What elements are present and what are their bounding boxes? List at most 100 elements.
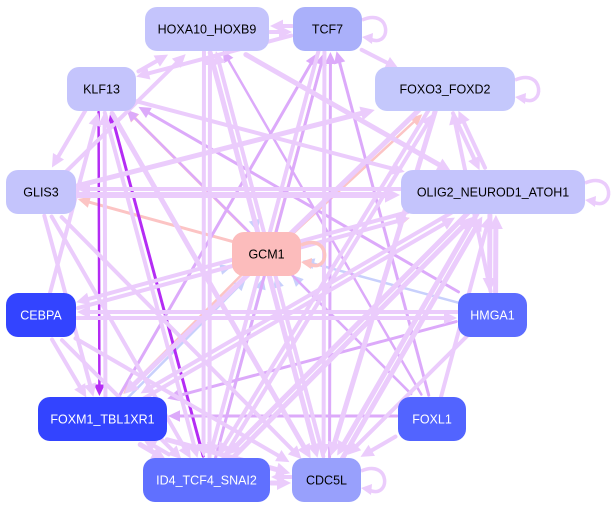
edge-line bbox=[64, 61, 179, 174]
edge-line bbox=[137, 442, 157, 456]
arrowhead-icon bbox=[324, 52, 337, 65]
arrowhead-icon bbox=[140, 381, 156, 394]
arrowhead-icon bbox=[362, 33, 373, 44]
edge-line bbox=[141, 222, 446, 401]
node-foxm1-tbl1xr1[interactable]: FOXM1_TBL1XR1 bbox=[38, 397, 167, 441]
arrowhead-icon bbox=[297, 442, 311, 459]
edge-GLIS3-to-FOXO3_FOXD2 bbox=[75, 106, 375, 189]
arrowhead-icon bbox=[449, 111, 462, 126]
node-label: FOXL1 bbox=[412, 413, 452, 427]
edge-line bbox=[222, 108, 431, 447]
edge-line bbox=[134, 99, 395, 171]
node-label: HOXA10_HOXB9 bbox=[158, 23, 257, 37]
edge-CEBPA-to-HMGA1 bbox=[75, 311, 457, 325]
node-id4-tcf4-snai2[interactable]: ID4_TCF4_SNAI2 bbox=[143, 458, 270, 502]
node-tcf7[interactable]: TCF7 bbox=[293, 7, 362, 51]
edge-ID4_TCF4_SNAI2-to-HOXA10_HOXB9 bbox=[203, 52, 217, 460]
node-box bbox=[6, 293, 76, 337]
edge-line bbox=[354, 333, 470, 448]
arrowhead-icon bbox=[515, 93, 526, 104]
arrowhead-icon bbox=[93, 384, 105, 397]
node-gcm1[interactable]: GCM1 bbox=[232, 232, 301, 276]
arrowhead-icon bbox=[168, 410, 180, 422]
node-cdc5l[interactable]: CDC5L bbox=[292, 458, 361, 502]
arrowhead-icon bbox=[458, 110, 470, 126]
arrowhead-icon bbox=[444, 311, 457, 325]
edge-line bbox=[359, 47, 390, 65]
edge-OLIG2_NEUROD1_ATOH1-to-CDC5L bbox=[337, 210, 480, 456]
edge-line bbox=[112, 121, 205, 458]
edge-line bbox=[102, 110, 197, 448]
edge-FOXM1_TBL1XR1-to-ID4_TCF4_SNAI2 bbox=[137, 442, 166, 460]
edge-TCF7-to-FOXO3_FOXD2 bbox=[359, 47, 399, 69]
node-box bbox=[6, 170, 76, 214]
node-box bbox=[232, 232, 301, 276]
arrowhead-icon bbox=[136, 67, 151, 80]
edge-line bbox=[116, 62, 313, 399]
node-hmga1[interactable]: HMGA1 bbox=[458, 293, 527, 337]
edge-ID4_TCF4_SNAI2-to-FOXM1_TBL1XR1 bbox=[143, 439, 171, 457]
arrowhead-icon bbox=[360, 444, 375, 457]
edge-line bbox=[328, 62, 332, 459]
edge-CEBPA-to-CDC5L bbox=[73, 336, 290, 463]
arrowhead-icon bbox=[440, 217, 455, 230]
node-box bbox=[401, 170, 585, 214]
arrowhead-icon bbox=[124, 379, 140, 394]
arrowhead-icon bbox=[213, 51, 226, 66]
node-box bbox=[38, 397, 167, 441]
edge-line bbox=[73, 336, 281, 458]
arrowhead-icon bbox=[51, 153, 65, 168]
edge-line bbox=[341, 210, 480, 446]
loop-line bbox=[300, 240, 327, 268]
arrowhead-icon bbox=[143, 439, 158, 452]
node-box bbox=[67, 67, 136, 111]
node-box bbox=[145, 7, 269, 51]
arrowhead-icon bbox=[468, 155, 480, 171]
self-loop-OLIG2_NEUROD1_ATOH1 bbox=[584, 178, 611, 207]
loop-line bbox=[361, 15, 388, 43]
arrowhead-icon bbox=[270, 19, 283, 33]
arrowhead-icon bbox=[126, 109, 139, 122]
node-label: FOXM1_TBL1XR1 bbox=[50, 413, 154, 427]
node-label: TCF7 bbox=[312, 23, 343, 37]
node-hoxa10-hoxb9[interactable]: HOXA10_HOXB9 bbox=[145, 7, 269, 51]
node-cebpa[interactable]: CEBPA bbox=[6, 293, 76, 337]
node-box bbox=[398, 397, 466, 441]
node-box bbox=[293, 7, 362, 51]
node-olig2-neurod1-atoh1[interactable]: OLIG2_NEUROD1_ATOH1 bbox=[401, 170, 585, 214]
arrowhead-icon bbox=[337, 439, 351, 456]
self-loop-GCM1 bbox=[300, 240, 327, 269]
edge-KLF13-to-FOXM1_TBL1XR1 bbox=[93, 110, 105, 397]
edge-line bbox=[75, 110, 364, 189]
node-label: CDC5L bbox=[306, 474, 347, 488]
edge-line bbox=[461, 120, 488, 170]
arrowhead-icon bbox=[421, 113, 434, 128]
edge-line bbox=[147, 111, 461, 294]
arrowhead-icon bbox=[384, 57, 399, 69]
edge-OLIG2_NEUROD1_ATOH1-to-FOXO3_FOXD2 bbox=[458, 110, 488, 170]
arrowhead-icon bbox=[301, 258, 312, 269]
node-label: GCM1 bbox=[248, 248, 284, 262]
edge-FOXM1_TBL1XR1-to-OLIG2_NEUROD1_ATOH1 bbox=[141, 217, 455, 401]
node-label: OLIG2_NEUROD1_ATOH1 bbox=[417, 186, 569, 200]
arrowhead-icon bbox=[480, 215, 493, 230]
arrowhead-icon bbox=[167, 445, 182, 460]
edge-CDC5L-to-TCF7 bbox=[324, 52, 337, 459]
edge-line bbox=[332, 108, 438, 446]
node-klf13[interactable]: KLF13 bbox=[67, 67, 136, 111]
node-glis3[interactable]: GLIS3 bbox=[6, 170, 76, 214]
arrowhead-icon bbox=[77, 196, 91, 208]
arrowhead-icon bbox=[76, 292, 91, 306]
node-foxl1[interactable]: FOXL1 bbox=[398, 397, 466, 441]
node-box bbox=[292, 458, 361, 502]
arrowhead-icon bbox=[457, 217, 473, 232]
arrowhead-icon bbox=[271, 470, 284, 484]
arrowhead-icon bbox=[334, 51, 346, 65]
arrowhead-icon bbox=[150, 446, 166, 460]
edge-line bbox=[56, 108, 88, 159]
node-label: FOXO3_FOXD2 bbox=[400, 83, 491, 97]
edge-ID4_TCF4_SNAI2-to-OLIG2_NEUROD1_ATOH1 bbox=[229, 217, 473, 462]
arrowhead-icon bbox=[395, 215, 410, 228]
node-foxo3-foxd2[interactable]: FOXO3_FOXD2 bbox=[375, 67, 515, 111]
